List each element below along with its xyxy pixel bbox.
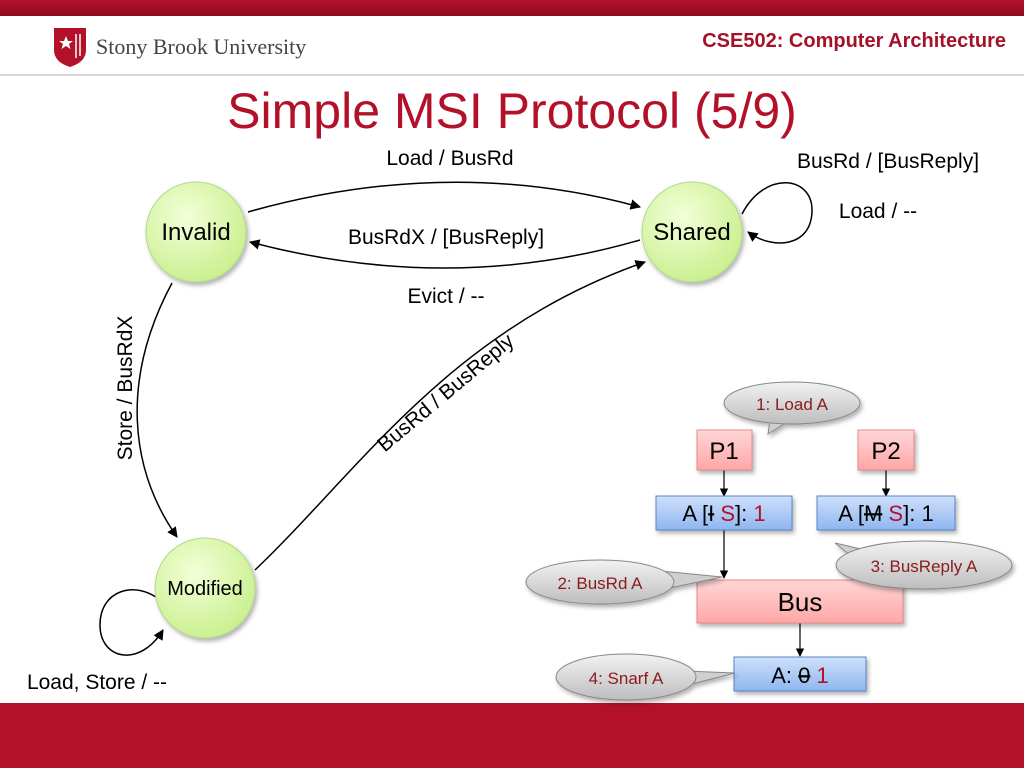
callout-step4: 4: Snarf A — [555, 653, 736, 701]
callout-step1: 1: Load A — [723, 381, 861, 436]
label-store-busrdx: Store / BusRdX — [114, 316, 137, 461]
cache-p1-new-state: S — [720, 501, 735, 526]
cache-p2-value: 1 — [921, 501, 933, 526]
arrow-modified-to-shared — [254, 260, 646, 571]
processor-p1-label: P1 — [709, 438, 738, 465]
arrow-invalid-to-modified — [136, 282, 178, 538]
label-load-busrd: Load / BusRd — [386, 147, 513, 170]
cache-p2: A [M S]: 1 — [816, 495, 956, 531]
callout-step1-text: 1: Load A — [756, 395, 829, 414]
cache-p1-old-state: I — [708, 501, 714, 526]
state-shared: Shared — [641, 181, 743, 283]
svg-text:A [I S]: 1: A [I S]: 1 — [682, 501, 765, 526]
cache-p1-prefix: A [ — [682, 501, 708, 526]
cache-p2-mid: ]: — [903, 501, 921, 526]
logo-shield-icon — [54, 28, 86, 67]
svg-text:A [M S]: 1: A [M S]: 1 — [838, 501, 933, 526]
label-shared-load: Load / -- — [839, 200, 917, 223]
bus-label: Bus — [778, 587, 823, 617]
arrow-shared-to-invalid — [248, 239, 641, 269]
processor-p2: P2 — [857, 429, 915, 471]
slide-title: Simple MSI Protocol (5/9) — [227, 83, 797, 139]
arrow-modified-self-loop — [99, 589, 164, 656]
state-shared-label: Shared — [653, 219, 730, 246]
memory-prefix: A: — [771, 663, 798, 688]
callout-step3: 3: BusReply A — [834, 540, 1013, 590]
university-name: Stony Brook University — [96, 34, 307, 59]
memory-new-value: 1 — [817, 663, 829, 688]
cache-p1: A [I S]: 1 — [655, 495, 793, 531]
callout-step2-text: 2: BusRd A — [557, 574, 643, 593]
bottom-bar — [0, 703, 1024, 768]
university-logo: Stony Brook University — [50, 26, 320, 70]
cache-p1-mid: ]: — [735, 501, 753, 526]
callout-step4-text: 4: Snarf A — [589, 669, 664, 688]
bus: Bus — [696, 579, 904, 624]
callout-step3-text: 3: BusReply A — [871, 557, 978, 576]
processor-p1: P1 — [696, 429, 753, 471]
label-evict: Evict / -- — [408, 285, 485, 308]
label-busrdx-busreply: BusRdX / [BusReply] — [348, 226, 544, 249]
cache-p1-value: 1 — [753, 501, 765, 526]
label-load-store: Load, Store / -- — [27, 671, 167, 694]
course-title: CSE502: Computer Architecture — [702, 30, 1006, 52]
state-invalid: Invalid — [145, 181, 247, 283]
callout-step2: 2: BusRd A — [525, 559, 723, 605]
cache-p2-old-state: M — [864, 501, 882, 526]
processor-p2-label: P2 — [871, 438, 900, 465]
state-modified: Modified — [154, 537, 256, 639]
state-modified-label: Modified — [167, 578, 243, 600]
arrow-shared-self-loop — [741, 182, 813, 244]
memory-old-value: 0 — [798, 663, 810, 688]
label-busrd-busreply: BusRd / BusReply — [373, 329, 519, 456]
top-bar — [0, 0, 1024, 16]
state-invalid-label: Invalid — [161, 219, 230, 246]
cache-p2-prefix: A [ — [838, 501, 864, 526]
arrow-invalid-to-shared — [247, 181, 642, 213]
label-shared-busrd: BusRd / [BusReply] — [797, 150, 979, 173]
svg-text:A: 0 1: A: 0 1 — [771, 663, 829, 688]
cache-p2-new-state: S — [888, 501, 903, 526]
memory: A: 0 1 — [733, 656, 867, 692]
header-divider — [0, 74, 1024, 76]
